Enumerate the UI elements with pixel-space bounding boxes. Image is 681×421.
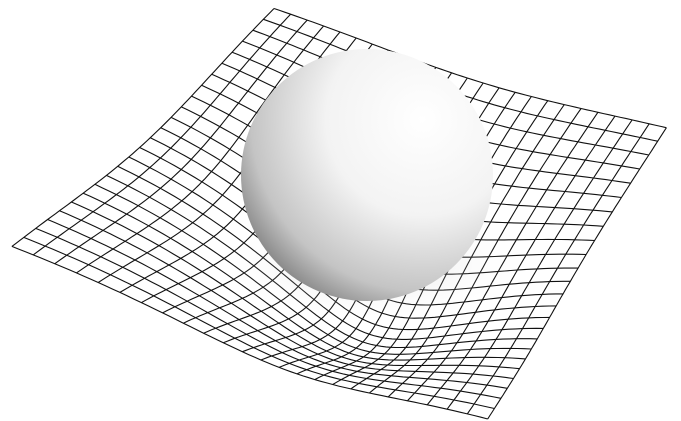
mass-sphere: [241, 49, 493, 301]
